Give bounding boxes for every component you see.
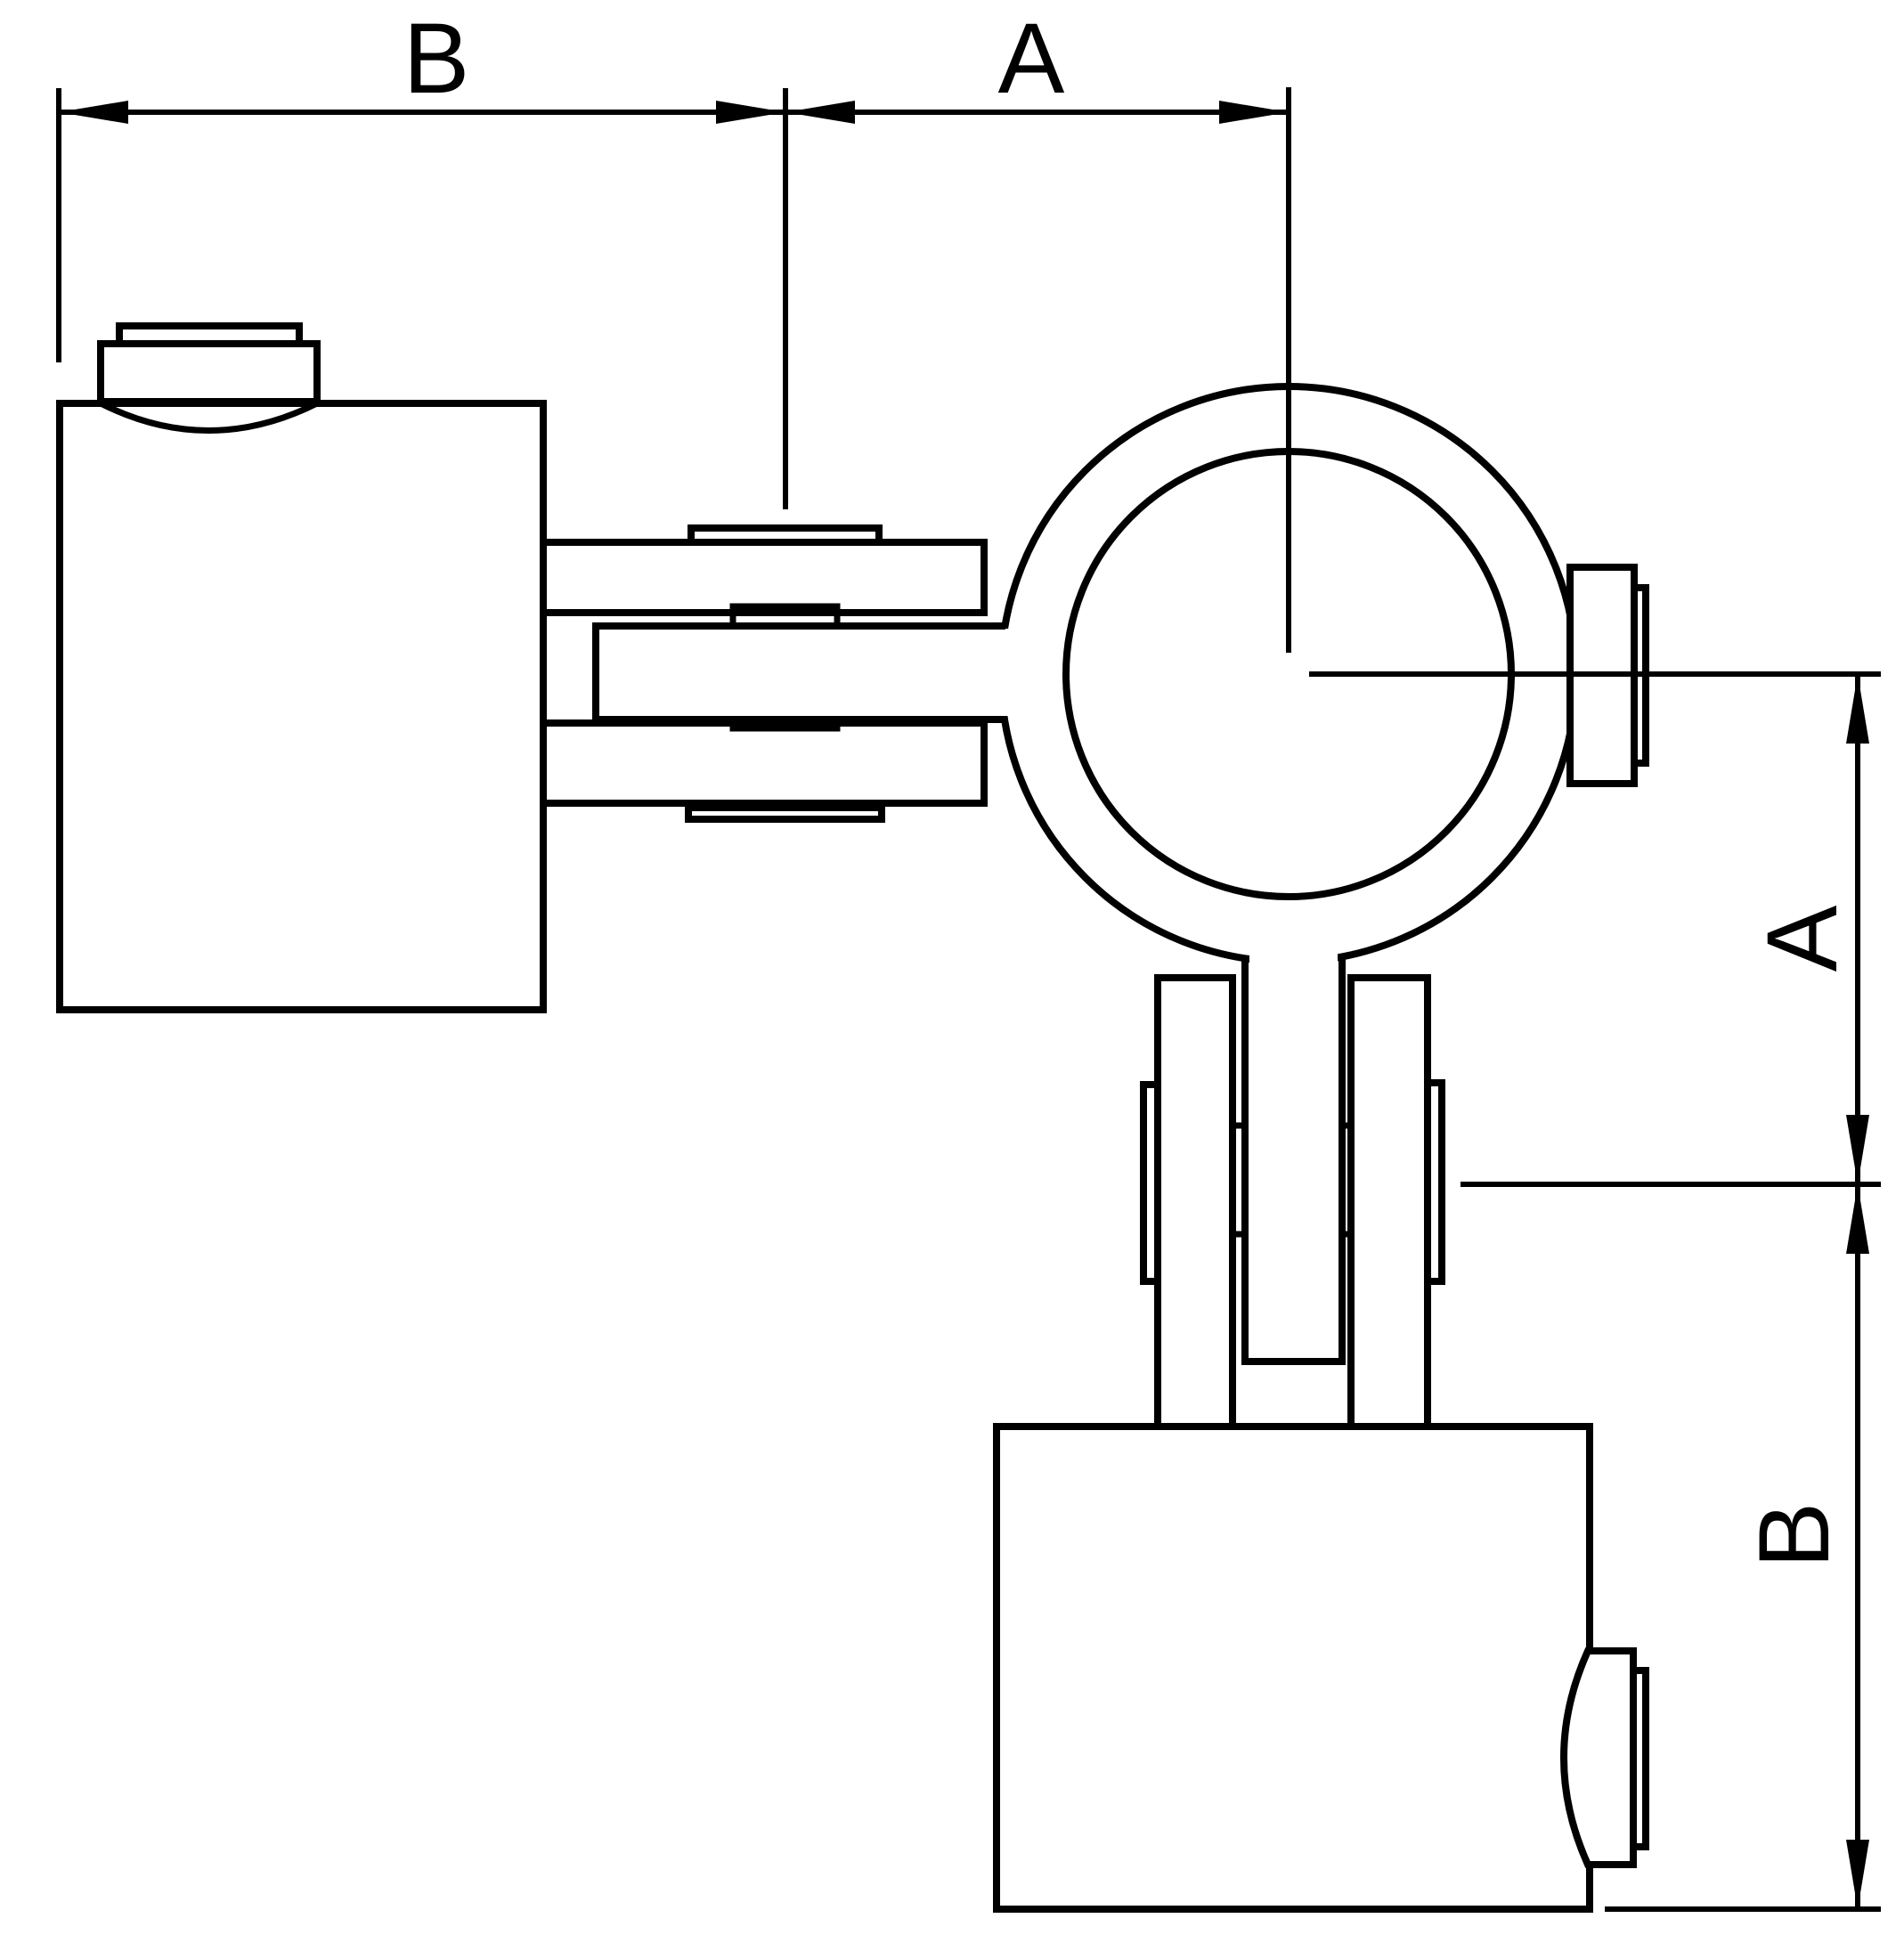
- left-setscrew-head: [97, 340, 321, 405]
- bottom-setscrew-step: [1630, 1667, 1649, 1850]
- bottom-cylinder-body: [993, 1423, 1593, 1913]
- arrow-top-b-right: [716, 101, 785, 124]
- fork-right-washer: [1338, 1122, 1355, 1238]
- clevis-lower-arm: [540, 719, 988, 807]
- ring-tongue-fill: [596, 630, 1005, 716]
- left-setscrew-curve: [99, 400, 319, 434]
- bottom-setscrew-head: [1560, 1647, 1637, 1868]
- dim-label-top-b: B: [403, 3, 470, 114]
- fork-left-bar: [1154, 974, 1236, 1430]
- clevis-upper-arm: [540, 539, 988, 616]
- ring-stem-outline: [1241, 954, 1346, 1365]
- arrow-top-a-left: [785, 101, 855, 124]
- arrow-right-b-bottom: [1846, 1840, 1869, 1909]
- fork-right-pad: [1424, 1079, 1445, 1285]
- ring-tongue-outline: [592, 622, 1007, 723]
- dim-label-right-b: B: [1738, 1502, 1850, 1569]
- fork-right-bar: [1347, 974, 1431, 1430]
- arrow-top-a-right: [1219, 101, 1289, 124]
- dim-label-top-a: A: [998, 3, 1065, 114]
- arrow-right-a-top: [1846, 674, 1869, 744]
- left-cylinder-body: [56, 400, 547, 1013]
- arrow-top-b-left: [59, 101, 128, 124]
- clevis-lower-pad: [685, 804, 885, 823]
- dim-label-right-a: A: [1746, 905, 1858, 971]
- clevis-upper-pad: [688, 524, 883, 546]
- arrow-right-a-bottom: [1846, 1115, 1869, 1184]
- fork-left-washer: [1229, 1122, 1249, 1238]
- arrow-right-b-top: [1846, 1184, 1869, 1254]
- ring-bottom-notch: [1249, 947, 1338, 972]
- fork-left-pad: [1140, 1081, 1161, 1285]
